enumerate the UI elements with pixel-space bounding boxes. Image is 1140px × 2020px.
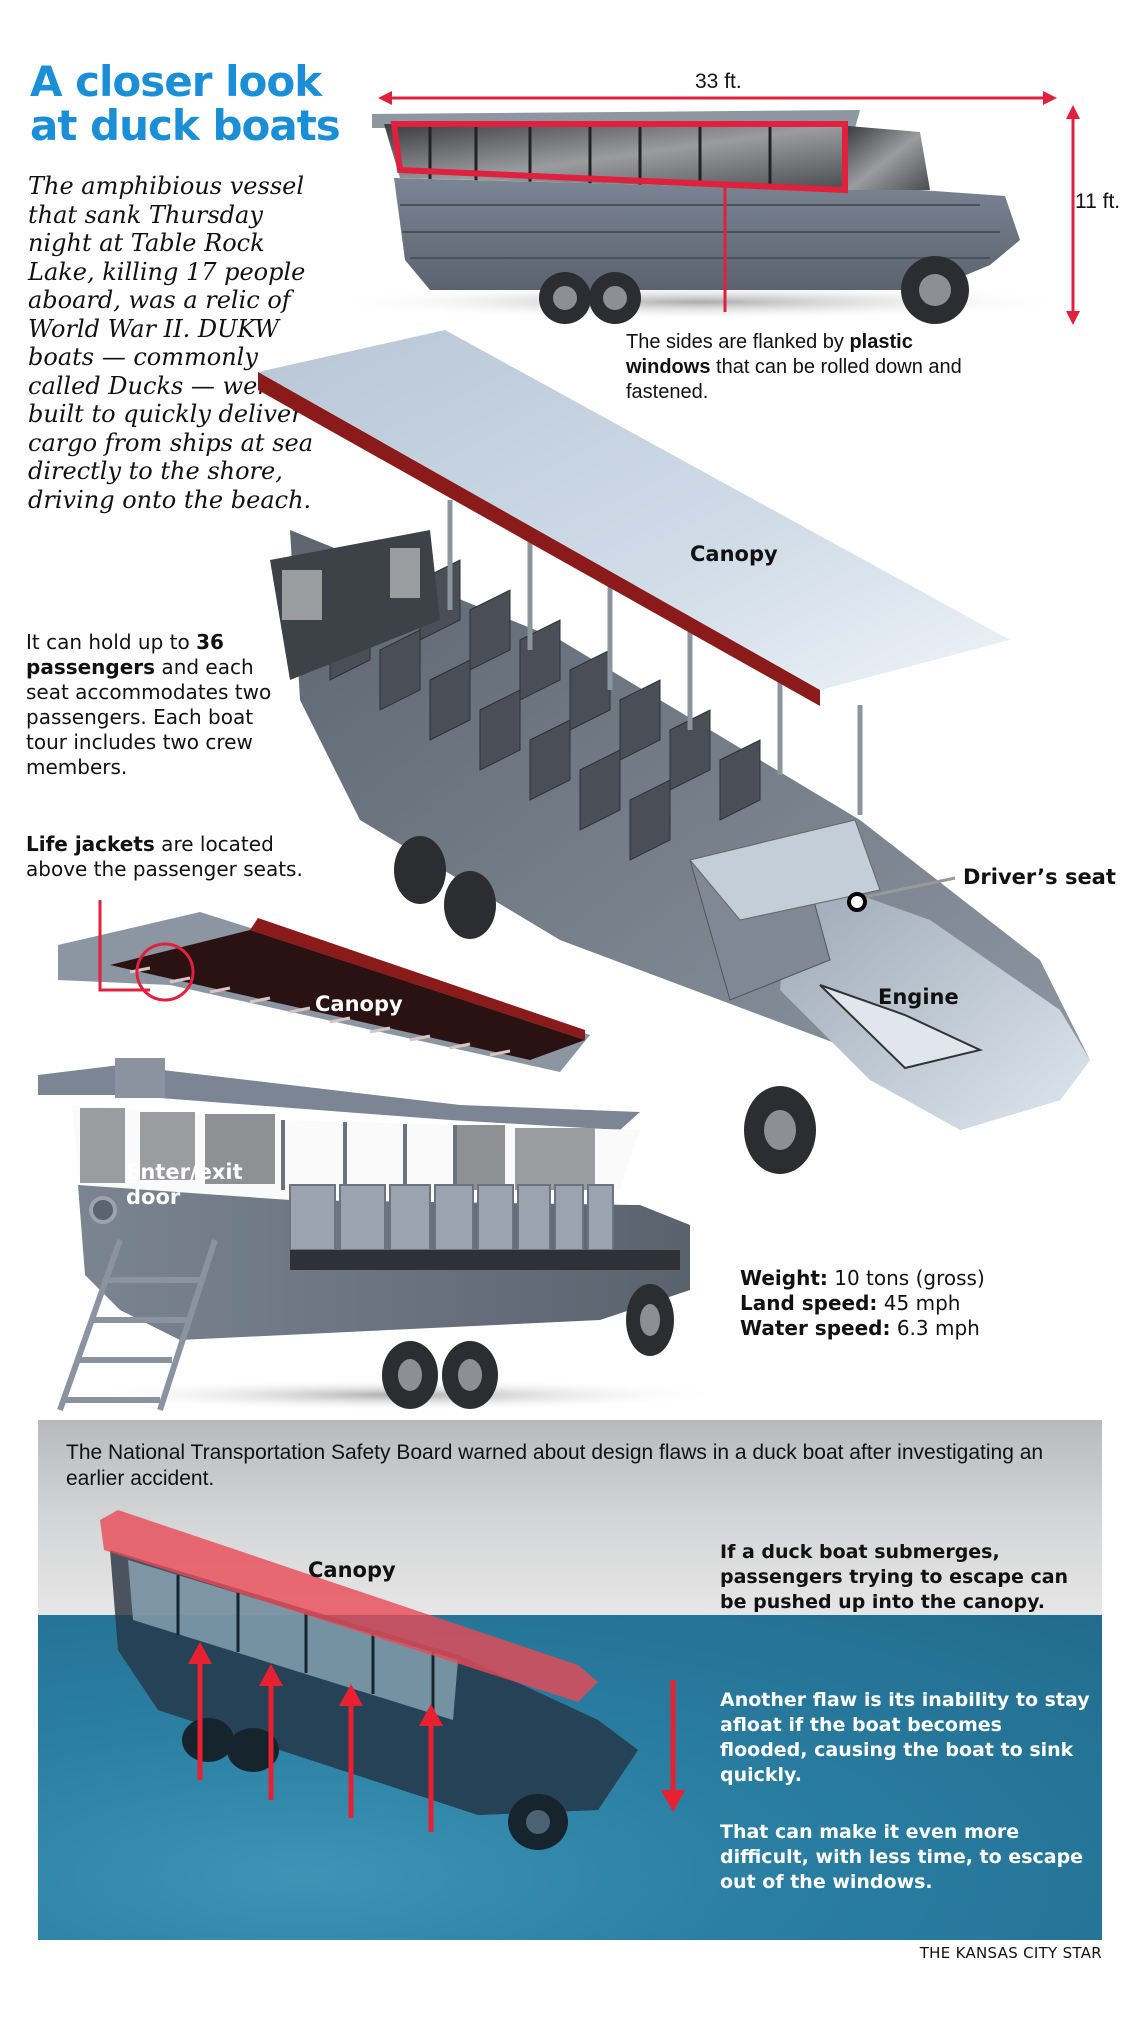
lifejacket-note-text: are located above the passenger seats. (26, 832, 303, 881)
ntsb-warning-panel: The National Transportation Safety Board… (38, 1420, 1102, 1940)
exploded-view-illustration (58, 330, 1090, 1174)
drivers-seat-callout-line (859, 876, 956, 900)
canopy-posts (447, 500, 863, 815)
canopy-red-edge (258, 372, 820, 706)
front-window (848, 126, 930, 190)
lifejacket-note-bold: Life jackets (26, 832, 155, 856)
sub-canopy-highlight (100, 1510, 598, 1702)
length-dimension-arrow (378, 91, 1057, 105)
page-title: A closer look at duck boats (30, 60, 350, 148)
rear-view-boat-illustration (38, 1058, 730, 1411)
windshield-frame (689, 819, 881, 921)
sub-boat-wheels (182, 1718, 568, 1850)
canopy-top-label: Canopy (690, 542, 778, 566)
rear-window-posts (281, 1120, 457, 1190)
rear-wheels (382, 1284, 674, 1409)
spec-water-speed: Water speed: 6.3 mph (740, 1316, 1100, 1341)
rear-cabin-window-2 (390, 548, 420, 598)
ntsb-point-3: That can make it even more difficult, wi… (720, 1821, 1084, 1893)
specs-list: Weight: 10 tons (gross) Land speed: 45 m… (740, 1266, 1100, 1341)
ntsb-point-1: If a duck boat submerges, passengers try… (720, 1541, 1069, 1613)
rear-window-mid (205, 1114, 275, 1184)
submerged-boat-illustration (100, 1510, 685, 1850)
engine-hatch (819, 984, 984, 1070)
enter-exit-door-label: Enter/exit door (126, 1160, 243, 1210)
enter-exit-line-2: door (126, 1185, 181, 1209)
rear-window-left (80, 1108, 125, 1183)
life-jacket-rack (110, 930, 585, 1060)
hull-strakes (400, 204, 1000, 259)
drivers-seat-label: Driver’s seat (963, 865, 1116, 889)
spec-label: Water speed: (740, 1316, 891, 1340)
source-credit: THE KANSAS CITY STAR (919, 1944, 1102, 1962)
sub-boat-windows (128, 1560, 458, 1720)
rear-porthole (89, 1196, 117, 1224)
capacity-note-text-end: and each seat accommodates two passenger… (26, 655, 272, 779)
sub-boat-hull-underwater (115, 1615, 638, 1815)
intro-paragraph: The amphibious vessel that sank Thursday… (28, 172, 314, 514)
life-jackets-callout-circle (135, 942, 195, 1002)
ground-shadow (320, 284, 1080, 320)
canopy-underside-label: Canopy (315, 992, 403, 1016)
sub-window-frames (176, 1575, 435, 1712)
title-line-2: at duck boats (30, 101, 341, 150)
canopy-top-panel (258, 330, 1010, 690)
rear-cabin-window (282, 570, 322, 620)
title-line-1: A closer look (30, 57, 322, 106)
windows-note-bold: plastic windows (626, 331, 913, 378)
ntsb-intro-text: The National Transportation Safety Board… (66, 1441, 1044, 1490)
drivers-seat-marker (847, 892, 867, 912)
spec-value: 6.3 mph (896, 1316, 980, 1340)
rear-window-front-2 (515, 1128, 595, 1190)
bow-deck (780, 870, 1090, 1130)
engine-label: Engine (878, 985, 959, 1009)
spec-land-speed: Land speed: 45 mph (740, 1291, 1100, 1316)
lifejacket-note: Life jackets are located above the passe… (26, 832, 326, 882)
rear-window-front-1 (455, 1125, 505, 1190)
wheels (539, 256, 969, 324)
rear-seat-backs (289, 1184, 614, 1251)
capacity-note-text: It can hold up to (26, 630, 197, 654)
ntsb-canopy-label: Canopy (308, 1558, 396, 1582)
ntsb-point-2: Another flaw is its inability to stay af… (720, 1689, 1090, 1786)
length-label: 33 ft. (695, 70, 742, 93)
spec-weight: Weight: 10 tons (gross) (740, 1266, 1100, 1291)
height-dimension-arrow (1066, 105, 1080, 325)
rear-deck (290, 1250, 680, 1270)
boarding-ladder (57, 1239, 218, 1411)
capacity-note: It can hold up to 36 passengers and each… (26, 630, 296, 780)
windows-note: The sides are flanked by plastic windows… (626, 330, 986, 405)
rear-roof (38, 1065, 640, 1130)
spec-value: 10 tons (gross) (834, 1266, 985, 1290)
spec-label: Weight: (740, 1266, 828, 1290)
windows-note-text-end: that can be rolled down and fastened. (626, 356, 962, 403)
sinking-arrow (661, 1680, 685, 1812)
hull-wheels (394, 836, 816, 1174)
height-label: 11 ft. (1075, 190, 1121, 213)
rear-roof-hatch (115, 1058, 165, 1098)
life-jacket-red-side (250, 918, 585, 1040)
spec-label: Land speed: (740, 1291, 878, 1315)
spec-value: 45 mph (883, 1291, 961, 1315)
enter-exit-line-1: Enter/exit (126, 1160, 243, 1184)
windows-note-text: The sides are flanked by (626, 331, 850, 353)
life-jackets-callout-line (98, 900, 150, 992)
windows-highlight (390, 121, 848, 194)
upward-force-arrows (188, 1642, 443, 1832)
capacity-note-bold: 36 passengers (26, 630, 224, 679)
rear-window-door (140, 1112, 195, 1180)
side-view-boat-illustration (320, 91, 1080, 325)
life-jacket-slats (129, 966, 511, 1057)
